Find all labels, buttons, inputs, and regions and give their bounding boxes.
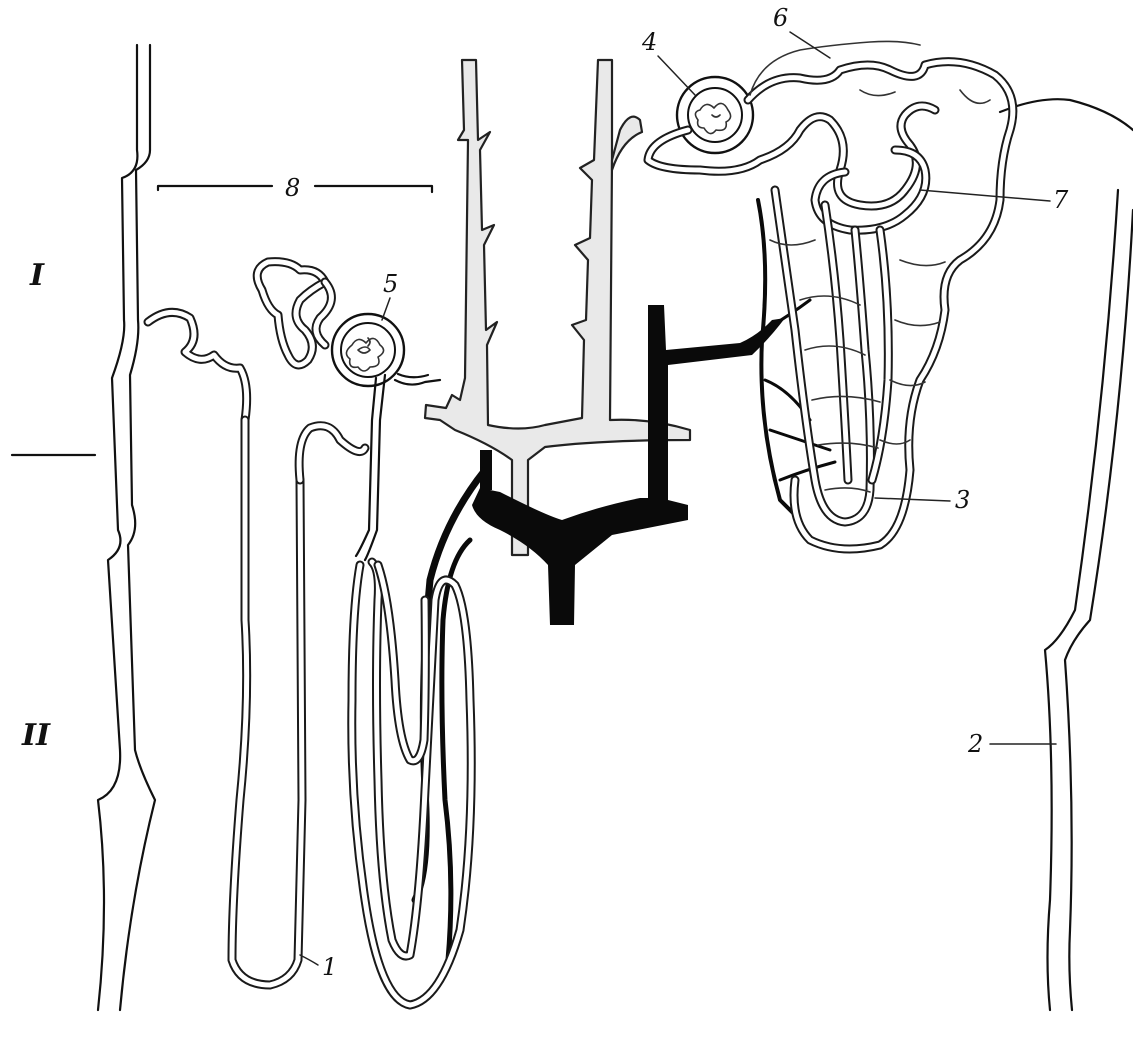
label-7: 7 bbox=[1053, 186, 1069, 214]
collecting-duct-right bbox=[1000, 99, 1133, 1010]
label-2: 2 bbox=[967, 730, 983, 758]
label-1: 1 bbox=[322, 953, 337, 981]
leader-4 bbox=[658, 56, 695, 95]
label-4: 4 bbox=[641, 28, 657, 56]
leader-6 bbox=[790, 32, 830, 58]
label-3: 3 bbox=[955, 486, 970, 514]
collecting-duct-left bbox=[98, 45, 155, 1010]
label-5: 5 bbox=[383, 270, 398, 298]
leader-3 bbox=[875, 498, 950, 501]
long-loop-5 bbox=[352, 562, 471, 1005]
leader-1 bbox=[300, 955, 318, 965]
zone-label-medulla: II bbox=[21, 718, 51, 753]
label-8: 8 bbox=[285, 174, 300, 202]
leader-7 bbox=[920, 190, 1050, 201]
cortical-nephron bbox=[648, 41, 1013, 549]
zone-label-cortex: I bbox=[29, 258, 45, 293]
juxtamedullary-nephron bbox=[148, 312, 365, 985]
glomerulus-5 bbox=[257, 262, 440, 560]
leader-5 bbox=[382, 298, 390, 320]
label-6: 6 bbox=[773, 4, 788, 32]
